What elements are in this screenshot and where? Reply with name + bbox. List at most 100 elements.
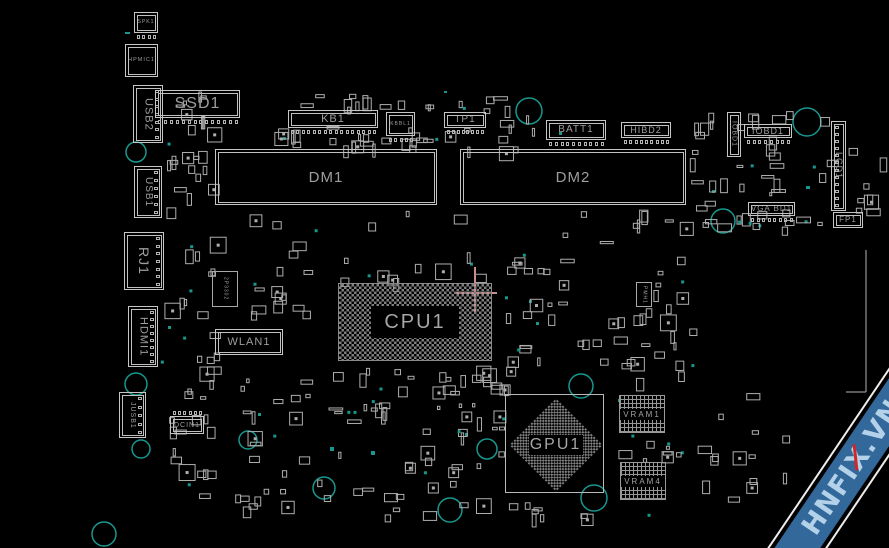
usb1[interactable]: USB1 bbox=[134, 166, 162, 218]
connector-pin bbox=[150, 332, 154, 335]
connector-pin bbox=[193, 411, 197, 415]
smd-pad-teal bbox=[347, 410, 351, 414]
chip-2p3302[interactable]: 2P3302 bbox=[212, 271, 238, 307]
smd-part bbox=[392, 507, 401, 513]
chip-pmh1[interactable]: PMH1 bbox=[636, 282, 652, 307]
chip-pmh1-label: PMH1 bbox=[641, 285, 648, 304]
lcd1-label: LCD1 bbox=[834, 152, 844, 180]
connector-pin bbox=[476, 130, 480, 134]
smd-ic bbox=[351, 140, 365, 154]
vram1[interactable]: VRAM1 bbox=[619, 395, 665, 433]
connector-pin bbox=[334, 130, 338, 134]
smd-part bbox=[867, 194, 874, 206]
connector-pin bbox=[629, 140, 633, 144]
smd-part bbox=[646, 440, 655, 449]
gpu1-label: GPU1 bbox=[528, 434, 583, 455]
kbbl1[interactable]: KBBL1 bbox=[386, 112, 415, 142]
hdmi1[interactable]: HDMI1 bbox=[128, 306, 158, 367]
smd-part bbox=[424, 457, 433, 467]
smd-part bbox=[381, 137, 392, 145]
smd-ic bbox=[498, 146, 514, 162]
connector-pin bbox=[150, 318, 154, 321]
smd-part bbox=[748, 454, 756, 459]
connector-pin bbox=[351, 130, 355, 134]
smd-part bbox=[329, 138, 337, 146]
gpu1-bga[interactable]: GPU1 bbox=[505, 394, 604, 493]
fp1[interactable]: FP1 bbox=[833, 212, 863, 228]
smd-part bbox=[639, 209, 649, 223]
usb2[interactable]: USB2 bbox=[133, 85, 163, 143]
smd-part bbox=[414, 263, 422, 274]
connector-pin bbox=[560, 142, 564, 146]
connector-pin bbox=[577, 142, 581, 146]
smd-part bbox=[349, 93, 357, 100]
cpu1-label: CPU1 bbox=[371, 306, 459, 338]
smd-part bbox=[657, 270, 664, 276]
mounting-hole bbox=[568, 373, 594, 399]
iobd1[interactable]: IOBD1 bbox=[744, 124, 792, 144]
vram4[interactable]: VRAM4 bbox=[620, 462, 666, 500]
smd-part bbox=[639, 313, 647, 326]
smd-part bbox=[198, 91, 203, 103]
lcd1[interactable]: LCD1 bbox=[831, 121, 846, 211]
rj1[interactable]: RJ1 bbox=[124, 232, 164, 290]
smd-part bbox=[246, 378, 250, 384]
connector-pin bbox=[173, 411, 176, 415]
smd-part bbox=[193, 155, 200, 160]
iobd1-vertical[interactable]: IOBD1 bbox=[727, 112, 741, 157]
smd-part bbox=[503, 385, 509, 397]
smd-part bbox=[483, 108, 491, 115]
connector-pin bbox=[235, 120, 238, 124]
jusb1-label: JUSB1 bbox=[129, 401, 136, 429]
usb1-label: USB1 bbox=[143, 176, 154, 208]
connector-pin bbox=[373, 130, 376, 134]
smd-part bbox=[169, 417, 175, 424]
smd-part bbox=[662, 451, 673, 456]
smd-pad-teal bbox=[748, 221, 752, 225]
smd-part bbox=[188, 165, 196, 174]
connector-pin bbox=[367, 130, 371, 134]
smd-part bbox=[263, 488, 270, 495]
spk1[interactable]: SPK1 bbox=[134, 12, 158, 39]
smd-part bbox=[769, 192, 773, 197]
smd-part bbox=[458, 403, 463, 409]
smd-part bbox=[718, 413, 724, 421]
connector-pin bbox=[154, 171, 158, 174]
smd-part bbox=[442, 385, 456, 395]
smd-part bbox=[290, 394, 301, 403]
dcin1[interactable]: DCIN1 bbox=[170, 411, 204, 434]
fiducial-mark bbox=[444, 91, 447, 93]
tp1[interactable]: TP1 bbox=[444, 112, 486, 134]
smd-part bbox=[171, 155, 177, 171]
connector-pin bbox=[666, 140, 669, 144]
dm2[interactable]: DM2 bbox=[460, 149, 686, 205]
smd-part bbox=[673, 342, 677, 351]
smd-ic bbox=[482, 368, 497, 383]
ssd1[interactable]: SSD1 bbox=[155, 90, 240, 124]
smd-part bbox=[460, 375, 466, 388]
vgabd1[interactable]: VGA BD1 bbox=[748, 202, 795, 222]
smd-part bbox=[699, 122, 710, 136]
connector-pin bbox=[639, 140, 643, 144]
connector-pin bbox=[150, 339, 154, 342]
hpmic1[interactable]: HPMIC1 bbox=[125, 44, 158, 77]
smd-part bbox=[702, 222, 709, 228]
smd-ic bbox=[274, 292, 287, 305]
batt1[interactable]: BATT1 bbox=[546, 120, 606, 146]
hibd2[interactable]: HIBD2 bbox=[621, 122, 671, 144]
kb1[interactable]: KB1 bbox=[288, 110, 378, 134]
dm1[interactable]: DM1 bbox=[215, 149, 437, 205]
wlan1[interactable]: WLAN1 bbox=[215, 329, 283, 355]
smd-ic bbox=[289, 411, 303, 426]
connector-pin bbox=[183, 411, 187, 415]
smd-ic bbox=[444, 131, 457, 143]
cpu1-bga[interactable]: CPU1 bbox=[338, 283, 492, 361]
connector-pin bbox=[481, 130, 484, 134]
connector-pin bbox=[217, 120, 221, 124]
smd-part bbox=[328, 407, 344, 411]
smd-part bbox=[203, 414, 209, 425]
smd-part bbox=[819, 173, 827, 183]
connector-pin bbox=[549, 142, 552, 146]
jusb1[interactable]: JUSB1 bbox=[119, 392, 146, 438]
